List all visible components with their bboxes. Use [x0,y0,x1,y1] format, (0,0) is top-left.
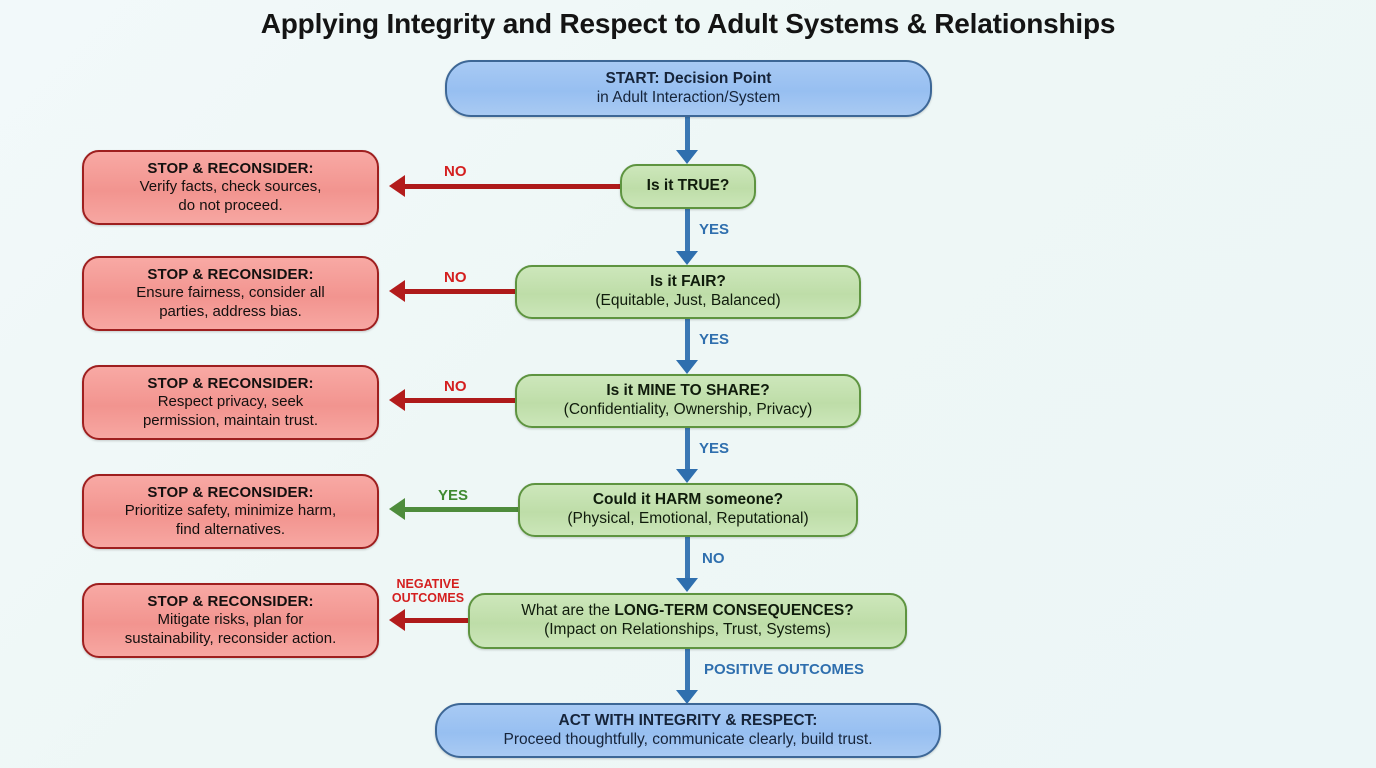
edge-label-yes-3: YES [699,440,730,457]
node-consequences-emphasis: LONG-TERM CONSEQUENCES? [614,602,854,620]
stop-2-line3: parties, address bias. [159,302,302,320]
negative-outcomes-line1: NEGATIVE [396,577,460,591]
negative-outcomes-line2: OUTCOMES [391,590,465,605]
stop-2-heading: STOP & RECONSIDER: [147,266,314,284]
edge-true-no [405,184,621,189]
stop-5-line2: Mitigate risks, plan for [157,611,304,629]
node-consequences-prefix: What are the [521,602,615,620]
stop-3-line2: Respect privacy, seek [157,393,304,411]
stop-1-heading: STOP & RECONSIDER: [147,160,314,178]
node-act-with-integrity[interactable]: ACT WITH INTEGRITY & RESPECT: Proceed th… [435,703,941,758]
edge-consequences-negative-arrowhead [389,609,405,631]
node-stop-reconsider-1[interactable]: STOP & RECONSIDER: Verify facts, check s… [82,150,379,225]
node-start-line2: in Adult Interaction/System [596,88,781,106]
stop-2-line2: Ensure fairness, consider all [136,284,325,302]
edge-harm-no-arrowhead [676,578,698,592]
stop-1-line2: Verify facts, check sources, [139,178,322,196]
node-stop-reconsider-4[interactable]: STOP & RECONSIDER: Prioritize safety, mi… [82,474,379,549]
edge-label-yes-harm: YES [438,487,469,504]
edge-consequences-positive-arrowhead [676,690,698,704]
edge-fair-no [405,289,517,294]
edge-harm-no [685,537,690,581]
edge-true-yes [685,209,690,254]
stop-1-line3: do not proceed. [178,196,283,214]
node-consequences-line1: What are the LONG-TERM CONSEQUENCES? [521,602,853,621]
edge-label-no-2: NO [444,269,467,286]
node-start-line1: START: Decision Point [605,69,772,87]
stop-4-heading: STOP & RECONSIDER: [147,484,314,502]
node-harm-line1: Could it HARM someone? [592,491,784,509]
node-is-it-fair-line2: (Equitable, Just, Balanced) [595,292,781,309]
node-stop-reconsider-2[interactable]: STOP & RECONSIDER: Ensure fairness, cons… [82,256,379,331]
edge-mine-no [405,398,517,403]
edge-fair-no-arrowhead [389,280,405,302]
edge-harm-yes-arrowhead [389,498,405,520]
edge-harm-yes [405,507,520,512]
edge-true-no-arrowhead [389,175,405,197]
node-act-line2: Proceed thoughtfully, communicate clearl… [503,730,873,748]
node-start[interactable]: START: Decision Point in Adult Interacti… [445,60,932,117]
edge-mine-yes [685,428,690,472]
edge-fair-yes [685,319,690,363]
node-stop-reconsider-5[interactable]: STOP & RECONSIDER: Mitigate risks, plan … [82,583,379,658]
edge-consequences-negative [405,618,471,623]
edge-label-no-3: NO [444,378,467,395]
node-mine-line2: (Confidentiality, Ownership, Privacy) [563,401,813,418]
edge-label-no-1: NO [444,163,467,180]
edge-start-to-true-arrowhead [676,150,698,164]
node-mine-line1: Is it MINE TO SHARE? [606,382,770,400]
edge-start-to-true [685,117,690,153]
stop-4-line2: Prioritize safety, minimize harm, [124,502,337,520]
node-is-it-fair[interactable]: Is it FAIR? (Equitable, Just, Balanced) [515,265,861,319]
edge-label-positive-outcomes: POSITIVE OUTCOMES [704,661,865,678]
edge-consequences-positive [685,649,690,693]
edge-label-negative-outcomes: NEGATIVE OUTCOMES [385,577,471,606]
node-is-it-true[interactable]: Is it TRUE? [620,164,756,209]
node-harm-line2: (Physical, Emotional, Reputational) [567,510,809,527]
stop-3-heading: STOP & RECONSIDER: [147,375,314,393]
node-is-it-mine-to-share[interactable]: Is it MINE TO SHARE? (Confidentiality, O… [515,374,861,428]
stop-5-heading: STOP & RECONSIDER: [147,593,314,611]
stop-3-line3: permission, maintain trust. [142,411,319,429]
edge-label-no-harm: NO [702,550,725,567]
edge-label-yes-1: YES [699,221,730,238]
edge-mine-yes-arrowhead [676,469,698,483]
node-is-it-true-line1: Is it TRUE? [646,177,730,195]
node-consequences-line2: (Impact on Relationships, Trust, Systems… [544,621,831,638]
node-stop-reconsider-3[interactable]: STOP & RECONSIDER: Respect privacy, seek… [82,365,379,440]
stop-4-line3: find alternatives. [175,520,286,538]
edge-fair-yes-arrowhead [676,360,698,374]
page-title: Applying Integrity and Respect to Adult … [260,8,1116,39]
edge-mine-no-arrowhead [389,389,405,411]
edge-true-yes-arrowhead [676,251,698,265]
node-act-line1: ACT WITH INTEGRITY & RESPECT: [558,711,818,729]
edge-label-yes-2: YES [699,331,730,348]
node-could-it-harm[interactable]: Could it HARM someone? (Physical, Emotio… [518,483,858,537]
node-long-term-consequences[interactable]: What are the LONG-TERM CONSEQUENCES? (Im… [468,593,907,649]
node-is-it-fair-line1: Is it FAIR? [650,273,726,291]
stop-5-line3: sustainability, reconsider action. [124,629,337,647]
